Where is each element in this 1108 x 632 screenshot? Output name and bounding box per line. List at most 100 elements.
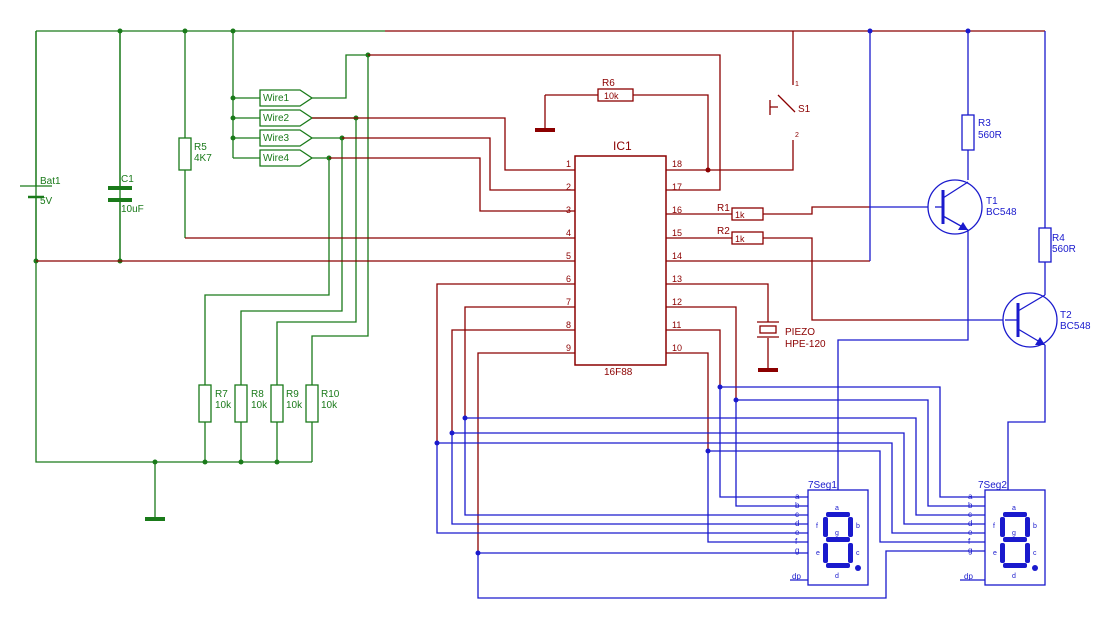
t2-name: T2 <box>1060 310 1072 321</box>
seg2-inner-letters: a b c d e f g <box>993 505 1037 580</box>
r9-value: 10k <box>286 400 303 411</box>
wire-connectors <box>259 89 314 167</box>
seg2-pin-d: d <box>968 519 972 528</box>
ic-pin-9: 9 <box>566 343 571 353</box>
r4-name: R4 <box>1052 233 1065 244</box>
pulldown-resistors <box>198 384 319 423</box>
r3-name: R3 <box>978 118 991 129</box>
ic-pin-13: 13 <box>672 274 682 284</box>
r1-name: R1 <box>717 203 730 214</box>
t2-part: BC548 <box>1060 321 1091 332</box>
ic-left-pin-numbers: 1 2 3 4 5 6 7 8 9 <box>566 159 571 353</box>
r10-name: R10 <box>321 389 340 400</box>
seg1-pin-letters: a b c d e f g dp <box>792 492 801 581</box>
seg2-pin-b: b <box>968 501 973 510</box>
r5-name: R5 <box>194 142 207 153</box>
seg1-pin-d: d <box>795 519 799 528</box>
seg1-pin-a: a <box>795 492 800 501</box>
ic-pin-17: 17 <box>672 182 682 192</box>
seg1-inner-g: g <box>835 530 839 537</box>
seg1-pin-f: f <box>795 537 798 546</box>
ic-pin-16: 16 <box>672 205 682 215</box>
ic-pin-11: 11 <box>672 320 681 330</box>
r7-name: R7 <box>215 389 228 400</box>
r10-value: 10k <box>321 400 338 411</box>
resistor-r1 <box>731 207 764 221</box>
ic-name: IC1 <box>613 139 632 153</box>
ic-right-pin-numbers: 18 17 16 15 14 13 12 11 10 <box>672 159 682 353</box>
seg1-pin-e: e <box>795 528 800 537</box>
display-wiring <box>436 31 1046 599</box>
junction-dots-blue <box>434 28 971 556</box>
ic1-body <box>574 155 667 366</box>
seg1-inner-e: e <box>816 550 820 557</box>
switch-pin2: 2 <box>795 132 799 139</box>
seg2-inner-b: b <box>1033 523 1037 530</box>
resistor-r3 <box>961 114 975 151</box>
seg2-pin-g: g <box>968 546 972 555</box>
ic-pin-8: 8 <box>566 320 571 330</box>
seg2-inner-g: g <box>1012 530 1016 537</box>
seg1-pin-c: c <box>795 510 799 519</box>
ic-pin-12: 12 <box>672 297 682 307</box>
wire3-label: Wire3 <box>263 133 290 144</box>
piezo-part: HPE-120 <box>785 339 826 350</box>
seg2-pin-dp: dp <box>964 572 973 581</box>
ic-pin-7: 7 <box>566 297 571 307</box>
r9-name: R9 <box>286 389 299 400</box>
seg2-inner-e: e <box>993 550 997 557</box>
r8-name: R8 <box>251 389 264 400</box>
seg2-pin-letters: a b c d e f g dp <box>964 492 973 581</box>
seg2-pin-c: c <box>968 510 972 519</box>
seg2-pin-f: f <box>968 537 971 546</box>
seg1-pin-b: b <box>795 501 800 510</box>
resistor-r2 <box>731 231 764 245</box>
seg2-inner-a: a <box>1012 505 1016 512</box>
seg2-inner-d: d <box>1012 573 1016 580</box>
seg2-pin-e: e <box>968 528 973 537</box>
cap-name: C1 <box>121 174 134 185</box>
switch-name: S1 <box>798 104 811 115</box>
r3-value: 560R <box>978 130 1002 141</box>
ic-part: 16F88 <box>604 367 633 378</box>
ic-pin-14: 14 <box>672 251 682 261</box>
seg1-pin-g: g <box>795 546 799 555</box>
ic-pin-4: 4 <box>566 228 571 238</box>
resistor-r5 <box>178 137 192 171</box>
r6-name: R6 <box>602 78 615 89</box>
resistor-r6 <box>597 88 634 102</box>
ic-pin-18: 18 <box>672 159 682 169</box>
seg1-inner-b: b <box>856 523 860 530</box>
ic-pin-1: 1 <box>566 159 571 169</box>
r8-value: 10k <box>251 400 268 411</box>
ic-pin-2: 2 <box>566 182 571 192</box>
seg1-inner-letters: a b c d e f g <box>816 505 860 580</box>
junction-dots-red <box>705 167 711 173</box>
ic-pin-6: 6 <box>566 274 571 284</box>
seg1-name: 7Seg1 <box>808 480 837 491</box>
seg1-pin-dp: dp <box>792 572 801 581</box>
r2-value: 1k <box>735 234 745 244</box>
battery-value: 5V <box>40 196 53 207</box>
t1-name: T1 <box>986 196 998 207</box>
seg1-inner-c: c <box>856 550 860 557</box>
transistor-t2 <box>1002 292 1058 348</box>
r7-value: 10k <box>215 400 232 411</box>
r4-value: 560R <box>1052 244 1076 255</box>
wire4-label: Wire4 <box>263 153 290 164</box>
r6-value: 10k <box>604 91 619 101</box>
seven-segment-display-2 <box>984 489 1046 586</box>
cap-value: 10uF <box>121 204 144 215</box>
seven-segment-display-1 <box>807 489 869 586</box>
resistor-r4 <box>1038 227 1052 263</box>
seg1-inner-d: d <box>835 573 839 580</box>
seg2-pin-a: a <box>968 492 973 501</box>
switch-pin1: 1 <box>795 81 799 88</box>
wire1-label: Wire1 <box>263 93 290 104</box>
ic-pin-15: 15 <box>672 228 682 238</box>
ic-pin-3: 3 <box>566 205 571 215</box>
r5-value: 4K7 <box>194 153 212 164</box>
t1-part: BC548 <box>986 207 1017 218</box>
power-wiring <box>20 30 385 521</box>
